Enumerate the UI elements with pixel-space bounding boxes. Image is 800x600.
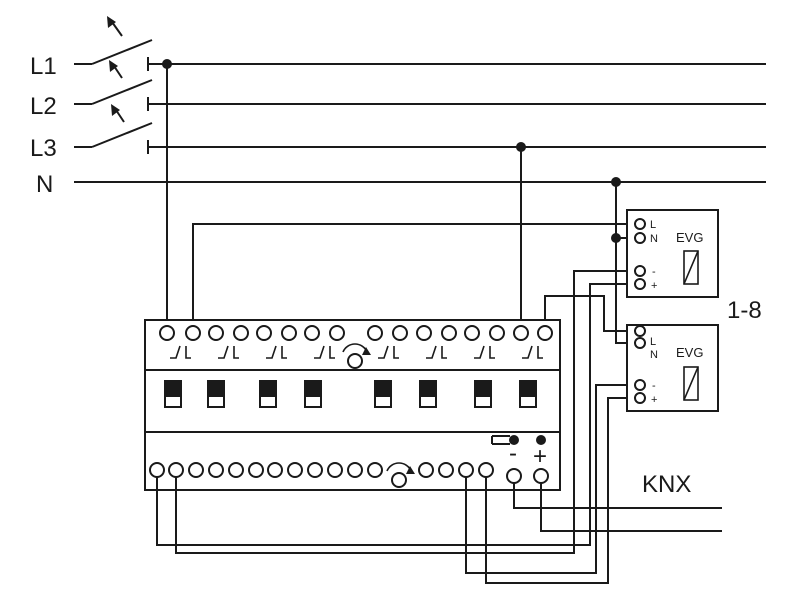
- programming-led: [536, 435, 546, 445]
- actuator-output-terminals: [159, 325, 553, 341]
- ballast-1-terminal-minus: -: [652, 266, 656, 278]
- ballast-2-terminal-plus: +: [651, 394, 657, 406]
- ballast-2-terminal-l: L: [650, 336, 656, 348]
- ballast-2: L N - + EVG: [626, 324, 719, 412]
- ballast-2-label: EVG: [676, 345, 703, 360]
- control-wire-a: [156, 283, 632, 546]
- ballast-count-label: 1-8: [727, 297, 762, 324]
- bus-minus-label: -: [509, 440, 517, 467]
- ballast-2-terminal-minus: -: [652, 380, 656, 392]
- ballast-1-terminal-plus: +: [651, 280, 657, 292]
- bus-plus-label: +: [533, 443, 547, 470]
- control-wire-b: [175, 270, 632, 554]
- ballast-1-dimmer-symbol: [683, 250, 699, 285]
- line-label-l1: L1: [30, 53, 57, 80]
- ballast-1: L N - + EVG: [626, 209, 719, 298]
- ballast-1-terminal-n: N: [650, 233, 658, 245]
- knx-label: KNX: [642, 471, 691, 498]
- bridge-symbol-top: [342, 343, 371, 369]
- line-label-n: N: [36, 171, 53, 198]
- actuator-bottom-terminals: [149, 462, 494, 478]
- bridge-symbol-bottom: [386, 462, 415, 488]
- line-label-l3: L3: [30, 135, 57, 162]
- ballast-2-terminal-n: N: [650, 349, 658, 361]
- relay-contacts: [170, 345, 543, 359]
- control-wire-d: [485, 397, 632, 584]
- switch-actuator: - +: [144, 319, 561, 491]
- manual-switches: [164, 380, 537, 408]
- knx-bus-plus: [540, 483, 722, 532]
- control-wire-c: [465, 384, 632, 574]
- knx-bus-minus: [513, 483, 722, 509]
- circuit-breaker: [74, 16, 153, 154]
- ballast-1-label: EVG: [676, 230, 703, 245]
- line-label-l2: L2: [30, 93, 57, 120]
- ballast-2-dimmer-symbol: [683, 366, 699, 401]
- programming-button: [491, 435, 546, 445]
- ballast-1-terminal-l: L: [650, 219, 656, 231]
